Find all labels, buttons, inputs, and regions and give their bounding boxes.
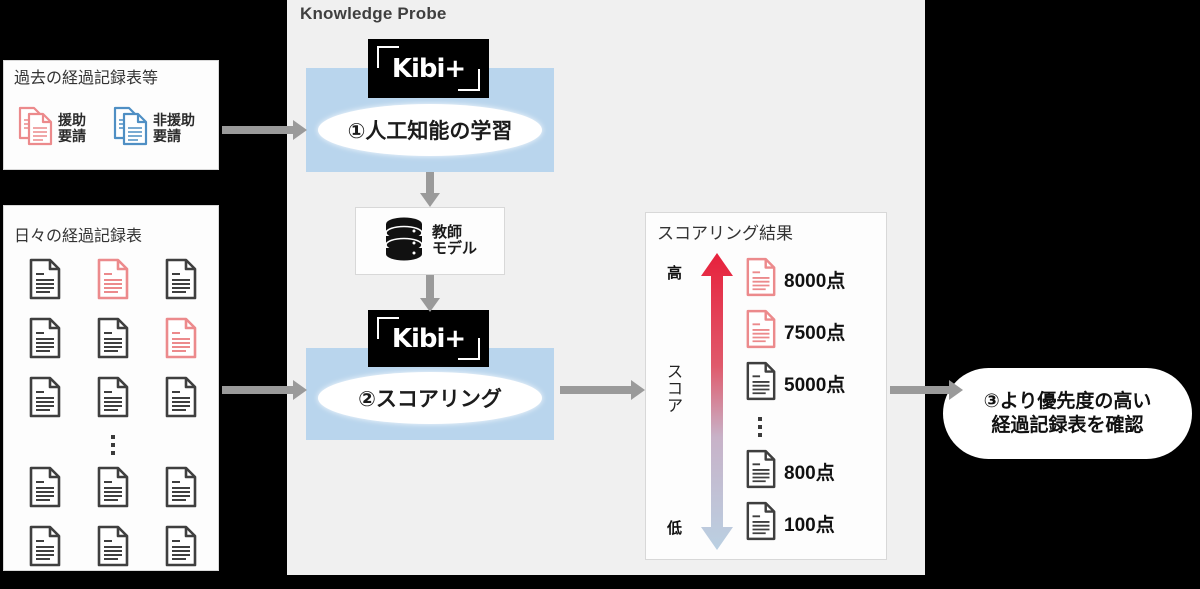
past-record-item-support: 援助 要請 <box>18 104 86 153</box>
ellipsis-icon <box>28 435 198 455</box>
outcome-bubble[interactable]: ③より優先度の高い 経過記録表を確認 <box>943 368 1192 459</box>
knowledge-probe-title: Knowledge Probe <box>300 4 447 23</box>
document-cell <box>96 466 130 513</box>
document-cell <box>745 501 777 546</box>
document-row <box>28 376 198 423</box>
document-cell <box>28 525 62 572</box>
document-cell <box>164 466 198 513</box>
past-record-label-nonsupport: 非援助 要請 <box>153 111 195 144</box>
document-cell <box>164 258 198 305</box>
document-icon <box>746 257 776 296</box>
document-cell <box>28 376 62 423</box>
document-cell <box>96 376 130 423</box>
arrow-head-icon <box>420 298 440 312</box>
score-value: 8000点 <box>784 270 846 292</box>
arrow-head-icon <box>293 120 307 140</box>
arrow-head-icon <box>293 380 307 400</box>
document-cell <box>745 449 777 494</box>
document-cell <box>28 466 62 513</box>
document-cell <box>28 317 62 364</box>
step1-learning-pill[interactable]: ①人工知能の学習 <box>318 104 542 156</box>
past-records-title: 過去の経過記録表等 <box>14 70 159 87</box>
document-cell <box>745 257 777 302</box>
kibi-logo-text: Kibi+ <box>391 323 466 354</box>
arrow-learning-to-model <box>426 172 434 196</box>
daily-records-grid <box>28 258 198 584</box>
document-cell <box>96 525 130 572</box>
document-cell <box>745 361 777 406</box>
teacher-model-label: 教師 モデル <box>431 223 477 257</box>
document-icon <box>746 361 776 400</box>
document-icon <box>29 466 61 508</box>
document-icon <box>165 317 197 359</box>
arrow-model-to-scoring <box>426 275 434 301</box>
arrow-past-to-learning <box>222 126 294 134</box>
document-cell <box>745 309 777 354</box>
document-icon <box>29 317 61 359</box>
document-row <box>28 317 198 364</box>
document-cell <box>164 376 198 423</box>
score-value: 800点 <box>784 462 835 484</box>
arrow-daily-to-scoring <box>222 386 294 394</box>
teacher-model-card <box>355 207 505 275</box>
document-cell <box>164 317 198 364</box>
score-axis-label: スコア <box>666 364 683 415</box>
stacked-document-icon <box>18 104 54 153</box>
score-high-label: 高 <box>667 265 683 282</box>
document-row <box>28 258 198 305</box>
document-row <box>28 466 198 513</box>
document-icon <box>165 525 197 567</box>
document-icon <box>746 501 776 540</box>
score-row: 5000点 <box>745 357 880 409</box>
document-icon <box>97 317 129 359</box>
document-icon <box>97 466 129 508</box>
past-record-item-nonsupport: 非援助 要請 <box>113 104 195 153</box>
document-icon <box>165 258 197 300</box>
kibi-logo: Kibi+ <box>368 310 489 367</box>
kibi-logo: Kibi+ <box>368 39 489 98</box>
score-value: 7500点 <box>784 322 846 344</box>
scoring-result-title: スコアリング結果 <box>657 224 793 243</box>
document-icon <box>165 376 197 418</box>
arrow-head-icon <box>420 193 440 207</box>
document-icon <box>29 376 61 418</box>
score-gradient-arrow <box>701 253 733 550</box>
document-icon <box>97 376 129 418</box>
daily-records-title: 日々の経過記録表 <box>14 228 143 245</box>
document-icon <box>29 525 61 567</box>
document-cell <box>164 525 198 572</box>
score-row: 8000点 <box>745 253 880 305</box>
score-row: 800点 <box>745 445 880 497</box>
document-cell <box>96 258 130 305</box>
kibi-logo-text: Kibi+ <box>391 53 466 84</box>
document-cell <box>96 317 130 364</box>
arrow-result-to-outcome <box>890 386 952 394</box>
past-record-label-support: 援助 要請 <box>58 111 86 144</box>
step2-scoring-pill[interactable]: ②スコアリング <box>318 372 542 424</box>
score-list: 8000点 7500点 5000点 800点 100点 <box>745 253 880 549</box>
score-value: 5000点 <box>784 374 846 396</box>
document-icon <box>97 525 129 567</box>
arrow-head-icon <box>949 380 963 400</box>
document-icon <box>97 258 129 300</box>
outcome-bubble-text: ③より優先度の高い 経過記録表を確認 <box>983 390 1152 436</box>
arrow-scoring-to-result <box>560 386 632 394</box>
document-icon <box>29 258 61 300</box>
document-cell <box>28 258 62 305</box>
document-icon <box>165 466 197 508</box>
database-icon <box>383 216 425 267</box>
document-icon <box>746 309 776 348</box>
score-value: 100点 <box>784 514 835 536</box>
arrow-head-icon <box>631 380 645 400</box>
document-icon <box>746 449 776 488</box>
ellipsis-icon <box>745 409 775 445</box>
score-row: 7500点 <box>745 305 880 357</box>
document-row <box>28 525 198 572</box>
teacher-model-content: 教師 モデル <box>355 207 505 275</box>
score-low-label: 低 <box>667 520 683 537</box>
stacked-document-icon <box>113 104 149 153</box>
score-row: 100点 <box>745 497 880 549</box>
